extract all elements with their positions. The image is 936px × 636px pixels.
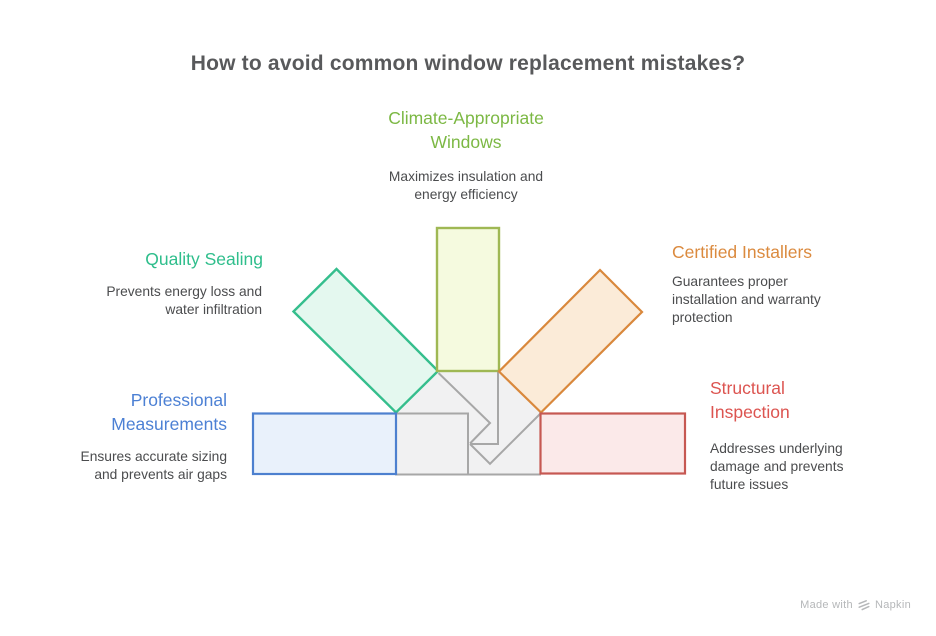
item-desc-line: damage and prevents bbox=[710, 459, 844, 475]
center-band-outline bbox=[396, 412, 469, 474]
item-desc-line: Ensures accurate sizing bbox=[80, 449, 227, 464]
arrow-shape-professional-measurements bbox=[251, 412, 398, 476]
item-title-quality-sealing: Quality Sealing bbox=[145, 248, 263, 272]
item-title-line: Certified Installers bbox=[672, 242, 813, 262]
item-title-line: Structural bbox=[710, 378, 785, 398]
item-desc-line: water infiltration bbox=[165, 302, 262, 318]
gray-arrow-lines bbox=[395, 372, 542, 476]
item-desc-professional-measurements: Ensures accurate sizing and prevents air… bbox=[81, 448, 227, 484]
item-title-line: Climate-Appropriate bbox=[388, 108, 544, 128]
arrow-shape-climate-windows bbox=[435, 226, 501, 373]
item-desc-line: future issues bbox=[710, 477, 789, 493]
watermark-made-with: Made with bbox=[800, 599, 853, 611]
item-title-professional-measurements: Professional Measurements bbox=[111, 389, 227, 436]
item-desc-line: Prevents energy loss and bbox=[106, 284, 262, 299]
arrow-shape-structural-inspection bbox=[539, 412, 687, 475]
green-arrow-shaft-line bbox=[470, 372, 499, 445]
item-desc-line: Addresses underlying bbox=[710, 441, 843, 456]
arrow-shape-certified-installers bbox=[497, 268, 644, 415]
item-desc-line: protection bbox=[672, 310, 733, 326]
watermark: Made with Napkin bbox=[800, 599, 911, 611]
item-title-line: Professional bbox=[130, 390, 227, 410]
item-title-climate-windows: Climate-Appropriate Windows bbox=[266, 107, 666, 154]
item-desc-climate-windows: Maximizes insulation and energy efficien… bbox=[316, 168, 616, 204]
arrow-shape-quality-sealing bbox=[291, 267, 440, 415]
watermark-brand: Napkin bbox=[874, 599, 911, 611]
item-desc-line: Maximizes insulation and bbox=[388, 169, 544, 184]
item-title-line: Measurements bbox=[111, 413, 227, 434]
item-title-line: Windows bbox=[430, 131, 502, 152]
item-title-structural-inspection: Structural Inspection bbox=[710, 377, 790, 424]
teal-arrowhead-chevron bbox=[437, 372, 492, 445]
item-desc-quality-sealing: Prevents energy loss and water infiltrat… bbox=[106, 283, 262, 319]
napkin-logo-icon bbox=[858, 600, 870, 611]
item-title-line: Quality Sealing bbox=[145, 249, 263, 269]
down-arrowhead-chevron bbox=[469, 412, 542, 466]
item-title-line: Inspection bbox=[710, 401, 790, 422]
item-desc-line: installation and warranty bbox=[672, 292, 821, 308]
item-desc-structural-inspection: Addresses underlying damage and prevents… bbox=[710, 440, 843, 495]
page-title: How to avoid common window replacement m… bbox=[190, 52, 746, 75]
item-desc-certified-installers: Guarantees proper installation and warra… bbox=[672, 273, 821, 328]
item-desc-line: and prevents air gaps bbox=[94, 467, 227, 483]
item-title-certified-installers: Certified Installers bbox=[672, 241, 812, 265]
item-desc-line: Guarantees proper bbox=[672, 274, 788, 289]
item-desc-line: energy efficiency bbox=[414, 187, 518, 203]
